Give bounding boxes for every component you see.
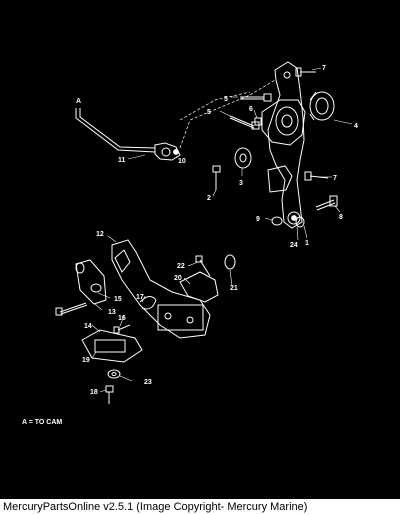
callout-16: 16 xyxy=(118,315,126,322)
bushing-part-4[interactable] xyxy=(309,91,335,121)
block-part-15[interactable] xyxy=(75,259,107,305)
nut-part-6[interactable] xyxy=(254,117,262,126)
callout-22: 22 xyxy=(177,263,185,270)
spacer-part-24[interactable] xyxy=(295,216,305,228)
callout-5-upper: 5 xyxy=(224,96,228,103)
callout-13: 13 xyxy=(108,309,116,316)
washer-part-23[interactable] xyxy=(107,369,121,379)
clip-part-17[interactable] xyxy=(139,296,157,310)
screw-part-7-upper[interactable] xyxy=(295,67,316,77)
callout-23: 23 xyxy=(144,379,152,386)
spacer-part-13[interactable] xyxy=(90,283,102,293)
washer-part-3[interactable] xyxy=(234,147,252,169)
nut-part-9[interactable] xyxy=(271,216,283,226)
callout-7-upper: 7 xyxy=(322,65,326,72)
cam-note: A = TO CAM xyxy=(22,419,62,426)
linkage-part-20[interactable] xyxy=(179,271,219,303)
callout-21: 21 xyxy=(230,285,238,292)
throttle-lever-part-1[interactable] xyxy=(261,61,306,229)
bracket-part-12[interactable] xyxy=(111,239,211,339)
callout-8: 8 xyxy=(339,214,343,221)
callout-20: 20 xyxy=(174,275,182,282)
screw-part-22[interactable] xyxy=(195,255,211,277)
callout-19: 19 xyxy=(82,357,90,364)
callout-3: 3 xyxy=(239,180,243,187)
callout-10: 10 xyxy=(178,158,186,165)
screw-part-5-upper[interactable] xyxy=(240,93,272,102)
callout-2: 2 xyxy=(207,195,211,202)
callout-4: 4 xyxy=(354,123,358,130)
callout-6: 6 xyxy=(249,106,253,113)
callout-5-lower: 5 xyxy=(207,109,211,116)
screw-part-7-lower[interactable] xyxy=(304,171,329,181)
screw-part-14[interactable] xyxy=(55,302,88,316)
rod-end-part-10[interactable] xyxy=(154,142,181,161)
callout-1: 1 xyxy=(305,240,309,247)
callout-18: 18 xyxy=(90,389,98,396)
callout-24: 24 xyxy=(290,242,298,249)
screw-part-18[interactable] xyxy=(105,385,114,404)
callout-7-lower: 7 xyxy=(333,175,337,182)
cap-part-21[interactable] xyxy=(224,254,236,270)
callout-11: 11 xyxy=(118,157,126,164)
copyright-footer: MercuryPartsOnline v2.5.1 (Image Copyrig… xyxy=(0,499,400,515)
bolt-part-8[interactable] xyxy=(315,195,338,211)
callout-15: 15 xyxy=(114,296,122,303)
callout-12: 12 xyxy=(96,231,104,238)
callout-A: A xyxy=(76,98,81,105)
callout-9: 9 xyxy=(256,216,260,223)
linkage-rod-part-11[interactable] xyxy=(75,108,156,153)
callout-17: 17 xyxy=(136,294,144,301)
leader-lines xyxy=(91,67,353,393)
screw-part-2[interactable] xyxy=(212,165,221,190)
screw-part-16[interactable] xyxy=(113,324,131,334)
bracket-part-19[interactable] xyxy=(81,329,143,363)
callout-14: 14 xyxy=(84,323,92,330)
